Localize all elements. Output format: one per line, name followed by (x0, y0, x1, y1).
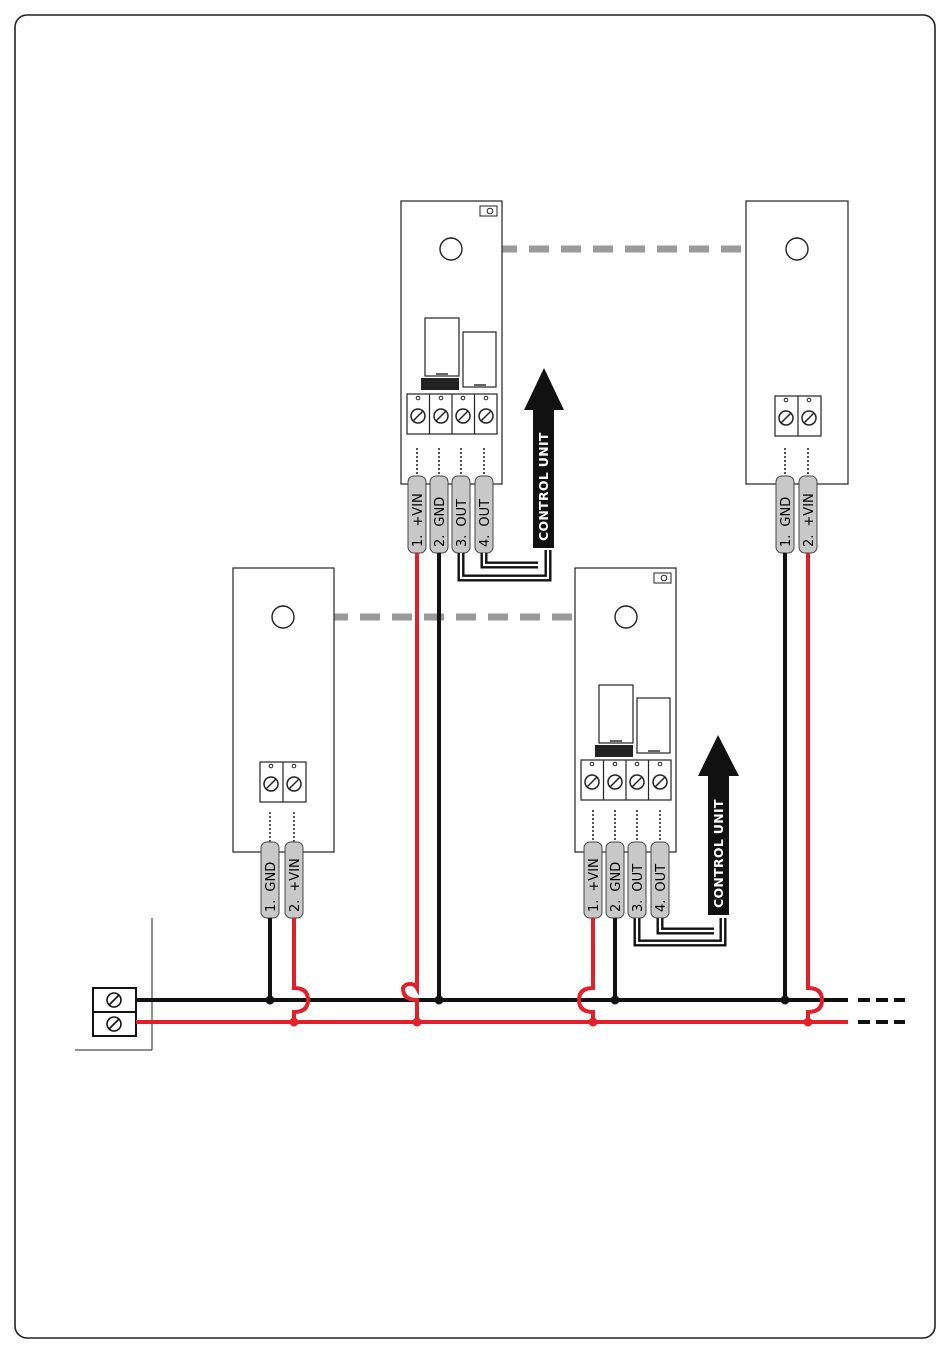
junction-dot (413, 1018, 422, 1027)
pin-number: 2. (802, 535, 817, 547)
pin-label: 3. OUT (631, 864, 646, 912)
terminal-block-4 (407, 394, 497, 434)
pin-label: 2. +VIN (802, 493, 817, 547)
pin-number: 2. (609, 900, 624, 912)
capacitor-component (637, 698, 670, 753)
pin-label: 2. GND (433, 497, 448, 547)
junction-dot (781, 996, 790, 1005)
pin-number: 4. (654, 900, 669, 912)
dip-switch-icon (480, 206, 497, 216)
pin-name: OUT (478, 499, 493, 527)
junction-dot (290, 1018, 299, 1027)
supply-terminal-block (93, 988, 136, 1036)
pin-name: OUT (631, 864, 646, 892)
lens-icon (786, 238, 808, 260)
pin-label: 3. OUT (455, 499, 470, 547)
pin-name: +VIN (411, 493, 426, 526)
dip-switch-icon (654, 573, 671, 583)
device-top-center: 1. +VIN 2. GND 3. OUT 4. OUT (401, 201, 502, 553)
junction-dot (435, 996, 444, 1005)
pin-label: 1. GND (264, 862, 279, 912)
pin-name: GND (779, 497, 794, 527)
pin-number: 2. (288, 900, 303, 912)
pin-label: 2. GND (609, 862, 624, 912)
pin-label: 1. GND (779, 497, 794, 547)
pin-number: 3. (631, 900, 646, 912)
pin-name: OUT (654, 864, 669, 892)
pin-number: 3. (455, 535, 470, 547)
terminal-block-2 (775, 396, 821, 436)
terminal-block-2 (260, 762, 306, 802)
pin-label: 1. +VIN (411, 493, 426, 547)
jumper-component (595, 745, 633, 757)
pin-name: GND (609, 862, 624, 892)
lens-icon (615, 606, 637, 628)
relay-component (425, 318, 459, 376)
control-unit-label: CONTROL UNIT (711, 799, 726, 908)
junction-dot (266, 996, 275, 1005)
pin-label: 1. +VIN (587, 858, 602, 912)
junction-dot (611, 996, 620, 1005)
pin-number: 2. (433, 535, 448, 547)
pin-name: +VIN (802, 493, 817, 526)
terminal-block-4 (581, 760, 671, 800)
pin-name: +VIN (587, 858, 602, 891)
lens-icon (440, 238, 462, 260)
lens-icon (272, 606, 294, 628)
pin-number: 1. (411, 535, 426, 547)
pin-label: 4. OUT (654, 864, 669, 912)
control-unit-label: CONTROL UNIT (536, 432, 551, 541)
pin-number: 1. (264, 900, 279, 912)
pin-label: 2. +VIN (288, 858, 303, 912)
pin-name: GND (264, 862, 279, 892)
pin-number: 1. (779, 535, 794, 547)
junction-dot (589, 1018, 598, 1027)
pin-label: 4. OUT (478, 499, 493, 547)
relay-component (599, 685, 633, 743)
pin-number: 1. (587, 900, 602, 912)
capacitor-component (463, 332, 496, 387)
junction-dot (804, 1018, 813, 1027)
pin-number: 4. (478, 535, 493, 547)
jumper-component (421, 378, 459, 390)
pin-name: GND (433, 497, 448, 527)
pin-name: OUT (455, 499, 470, 527)
pin-name: +VIN (288, 858, 303, 891)
